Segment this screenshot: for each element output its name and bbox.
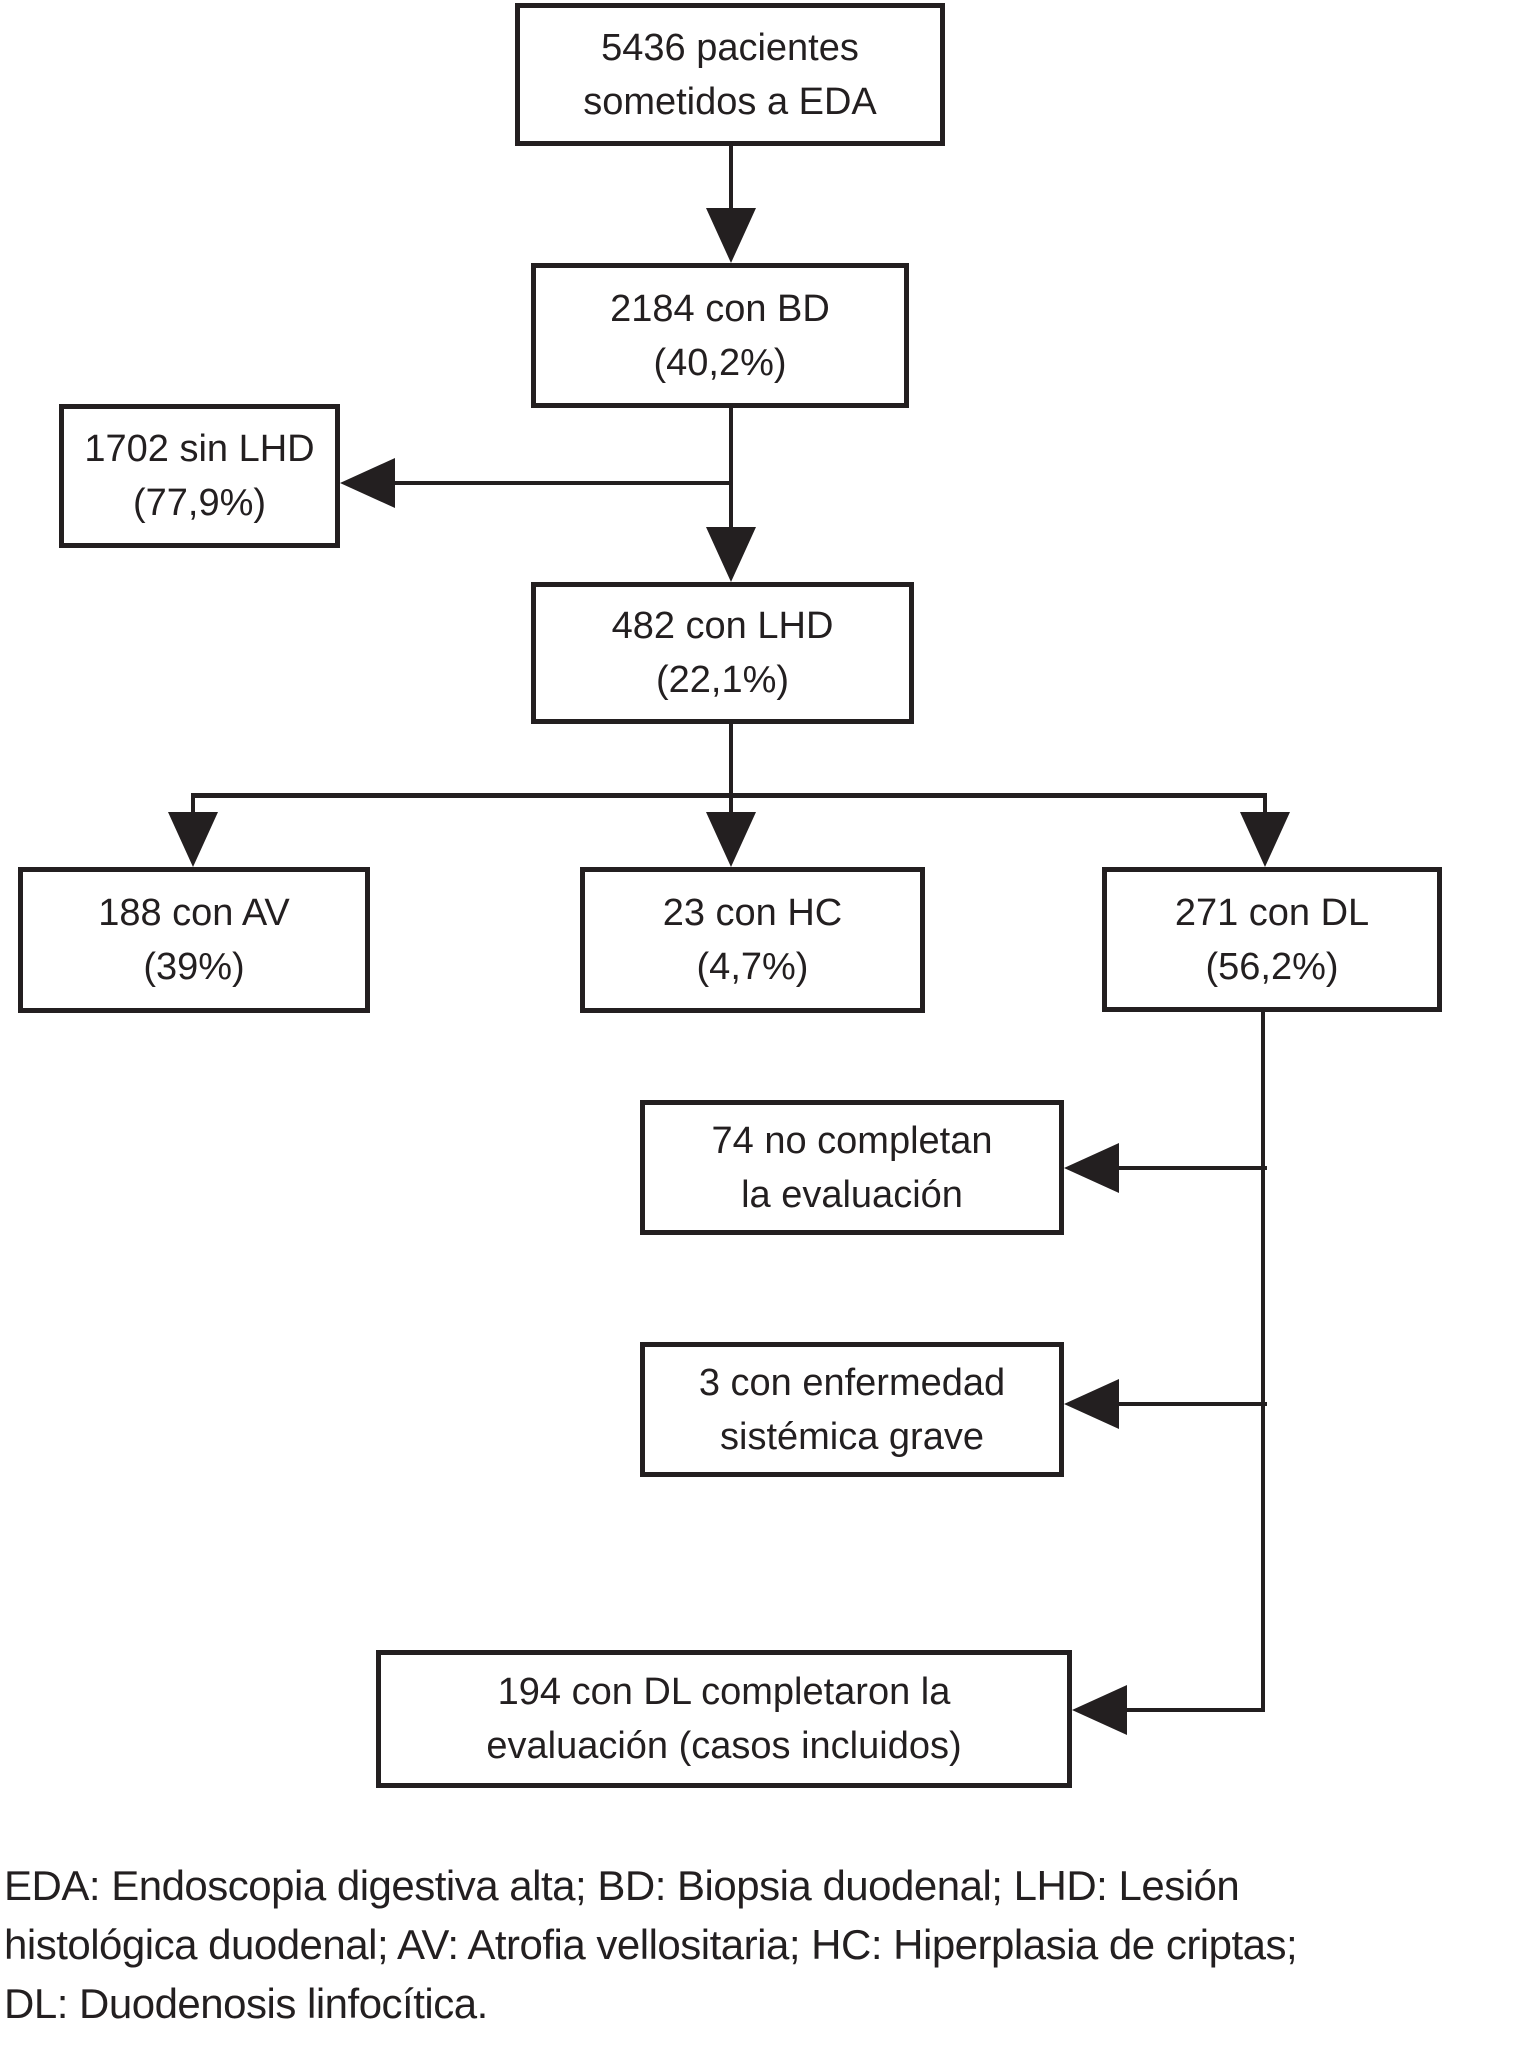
- connector-lhd-down: [729, 724, 733, 814]
- connector-dl-down: [1261, 1012, 1265, 1712]
- arrowhead-down-dl: [1240, 812, 1290, 867]
- node-eda-line1: 5436 pacientes: [601, 26, 859, 69]
- node-no-completan-line1: 74 no completan: [711, 1119, 993, 1162]
- node-bd-box: 2184 con BD (40,2%): [531, 263, 909, 408]
- node-dl-line2: (56,2%): [1205, 945, 1339, 988]
- arrowhead-down-av: [168, 812, 218, 867]
- node-av-line2: (39%): [143, 946, 245, 988]
- node-incluidos-box: 194 con DL completaron la evaluación (ca…: [376, 1650, 1072, 1788]
- arrowhead-down-eda-to-bd: [706, 208, 756, 263]
- footnote-line1: EDA: Endoscopia digestiva alta; BD: Biop…: [4, 1862, 1240, 1909]
- footnote-line2: histológica duodenal; AV: Atrofia vellos…: [4, 1921, 1298, 1968]
- arrowhead-left-incluidos: [1072, 1685, 1127, 1735]
- connector-branch-to-sin-lhd: [395, 481, 733, 485]
- node-sin-lhd-line2: (77,9%): [132, 482, 267, 524]
- connector-drop-av: [191, 793, 195, 814]
- node-dl-box: 271 con DL (56,2%): [1102, 867, 1442, 1012]
- node-no-completan-line2: la evaluación: [741, 1173, 963, 1216]
- node-eda-line2: sometidos a EDA: [583, 80, 877, 123]
- node-sin-lhd-line1: 1702 sin LHD: [84, 428, 315, 470]
- node-hc-box: 23 con HC (4,7%): [580, 867, 925, 1013]
- node-lhd-box: 482 con LHD (22,1%): [531, 582, 914, 724]
- node-sistemica-line2: sistémica grave: [720, 1415, 984, 1458]
- arrowhead-left-sistemica: [1064, 1379, 1119, 1429]
- node-sistemica-box: 3 con enfermedad sistémica grave: [640, 1342, 1064, 1477]
- node-av-line1: 188 con AV: [98, 892, 290, 934]
- arrowhead-down-hc: [706, 812, 756, 867]
- abbreviations-footnote: EDA: Endoscopia digestiva alta; BD: Biop…: [4, 1856, 1298, 2033]
- node-no-completan-box: 74 no completan la evaluación: [640, 1100, 1064, 1235]
- connector-branch-incluidos: [1127, 1708, 1265, 1712]
- node-lhd-line2: (22,1%): [655, 659, 790, 701]
- arrowhead-down-bd-to-lhd: [706, 527, 756, 582]
- connector-drop-dl: [1263, 793, 1267, 814]
- node-bd-line2: (40,2%): [653, 341, 787, 384]
- node-av-box: 188 con AV (39%): [18, 867, 370, 1013]
- connector-branch-sistemica: [1119, 1402, 1267, 1406]
- node-hc-line2: (4,7%): [696, 946, 809, 988]
- footnote-line3: DL: Duodenosis linfocítica.: [4, 1980, 488, 2027]
- node-incluidos-line2: evaluación (casos incluidos): [486, 1725, 962, 1767]
- node-lhd-line1: 482 con LHD: [611, 605, 834, 647]
- node-eda-box: 5436 pacientes sometidos a EDA: [515, 3, 945, 146]
- node-sin-lhd-box: 1702 sin LHD (77,9%): [59, 404, 340, 548]
- node-sistemica-line1: 3 con enfermedad: [698, 1361, 1006, 1404]
- node-incluidos-line1: 194 con DL completaron la: [497, 1671, 951, 1713]
- node-hc-line1: 23 con HC: [662, 892, 843, 934]
- node-bd-line1: 2184 con BD: [610, 287, 830, 330]
- arrowhead-left-sin-lhd: [340, 458, 395, 508]
- connector-split-horizontal: [191, 793, 1267, 798]
- connector-branch-no-completan: [1119, 1166, 1267, 1170]
- node-dl-line1: 271 con DL: [1174, 891, 1370, 934]
- arrowhead-left-no-completan: [1064, 1143, 1119, 1193]
- connector-bd-to-lhd: [729, 408, 733, 529]
- connector-eda-to-bd: [729, 146, 733, 210]
